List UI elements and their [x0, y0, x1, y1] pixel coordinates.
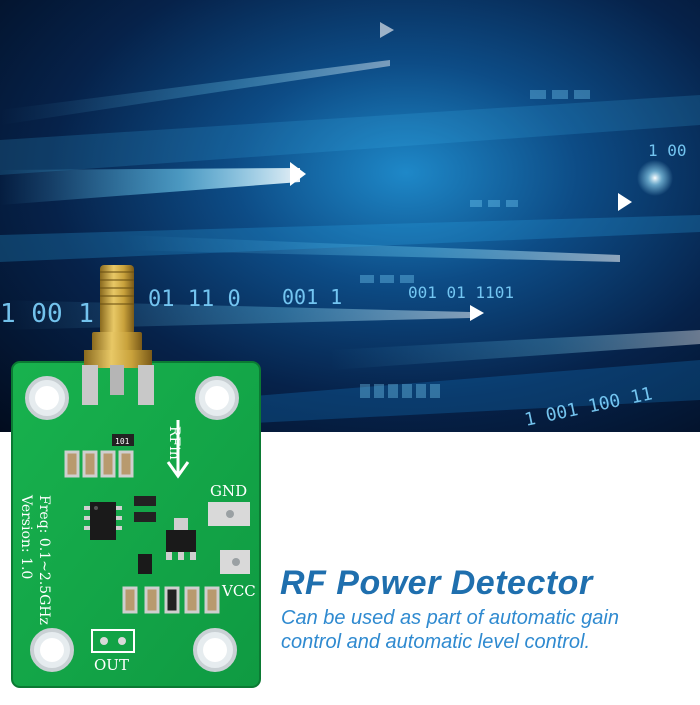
detector-ic [84, 502, 122, 540]
vcc-label: VCC [221, 582, 256, 600]
mounting-holes [25, 376, 239, 672]
rfin-label: RFin [166, 426, 182, 460]
binary-row: 01 11 0 [148, 287, 241, 312]
voltage-regulator [166, 518, 196, 560]
freq-label: Freq: 0.1~2.5GHz [36, 495, 52, 625]
bottom-capacitors [122, 586, 220, 614]
arrow-icons [290, 22, 632, 321]
rf-detector-board: RFin Freq: 0.1~2.5GHz Version: 1.0 101 [0, 250, 270, 700]
capacitors [64, 450, 156, 522]
binary-row: 1 00 [648, 141, 687, 160]
lens-flare [637, 160, 673, 196]
out-header [91, 629, 135, 653]
out-label: OUT [94, 656, 129, 674]
sma-connector [82, 265, 154, 405]
binary-row: 001 1 [282, 285, 342, 309]
binary-row: 001 01 1101 [408, 283, 514, 302]
gnd-label: GND [210, 482, 247, 500]
binary-row: 1 00 1 [0, 299, 94, 329]
ref-101-label: 101 [115, 437, 130, 446]
tech-blocks [360, 90, 590, 398]
transistor [138, 554, 152, 574]
product-description: Can be used as part of automatic gain co… [281, 607, 619, 653]
rfin-arrow-icon [166, 420, 190, 479]
resistor-101 [112, 434, 134, 446]
version-label: Version: 1.0 [18, 494, 34, 579]
board-graphic: RFin Freq: 0.1~2.5GHz Version: 1.0 101 [11, 265, 261, 688]
product-title: RF Power Detector [280, 564, 593, 602]
